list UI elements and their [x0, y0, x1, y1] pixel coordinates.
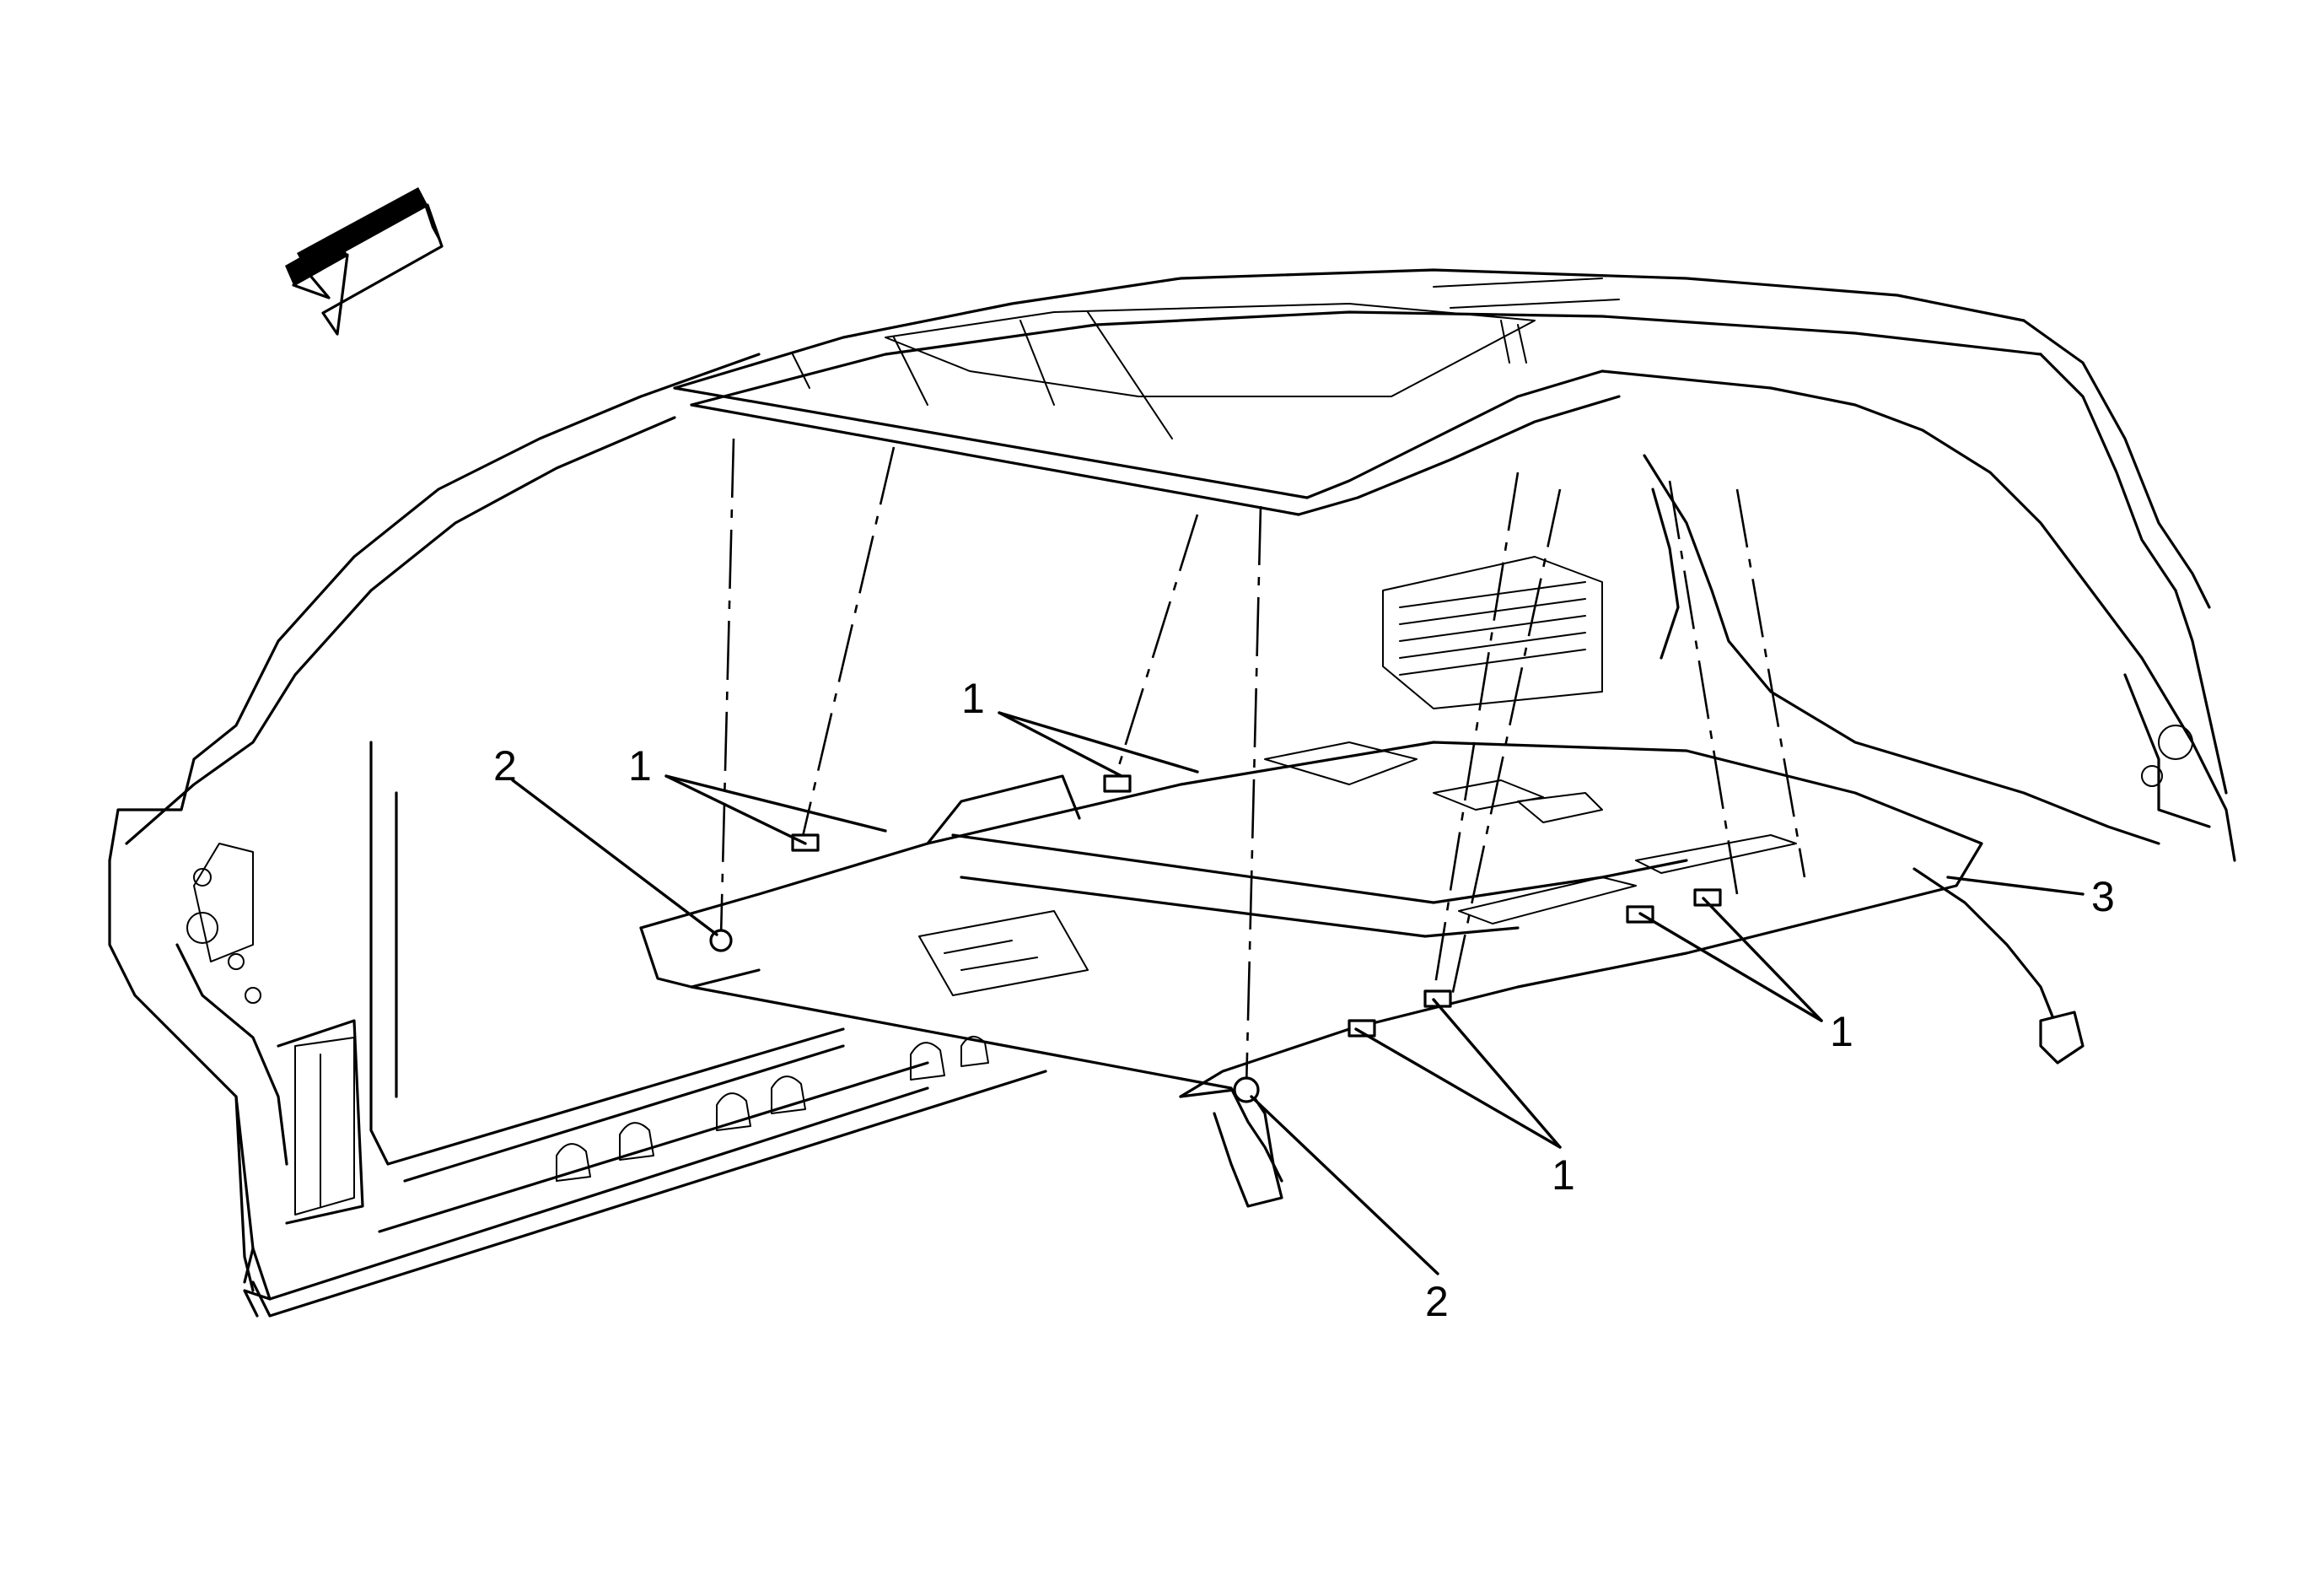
callout-label-1-left: 1 [628, 742, 652, 790]
callout-label-1-bottom: 1 [1552, 1151, 1575, 1199]
body-side-structure [108, 353, 1047, 1318]
callout-label-1-right: 1 [1830, 1008, 1853, 1055]
retainer-d [1348, 1019, 1376, 1038]
rear-vent-slats [1399, 581, 1586, 676]
rocker-clips [556, 1036, 989, 1182]
alignment-lines [719, 438, 1806, 1089]
retainer-f [1693, 888, 1722, 907]
callout-labels: 1 1 2 2 1 1 3 [493, 675, 2115, 1325]
callout-label-2-bottom: 2 [1425, 1278, 1449, 1325]
callout-label-3: 3 [2091, 873, 2115, 920]
fasteners [709, 774, 1722, 1103]
callout-label-1-center: 1 [961, 675, 985, 722]
front-direction-arrow-icon [285, 187, 444, 336]
callout-leaders [511, 711, 2085, 1275]
callout-label-2-left: 2 [493, 742, 517, 790]
rear-vent-strip [1458, 834, 1797, 924]
headliner-panel [639, 741, 1983, 1208]
roof-panel [673, 268, 2211, 609]
rear-structure [1382, 369, 2236, 862]
retainer-b [1103, 774, 1132, 793]
headliner-harness [1912, 867, 2085, 1065]
